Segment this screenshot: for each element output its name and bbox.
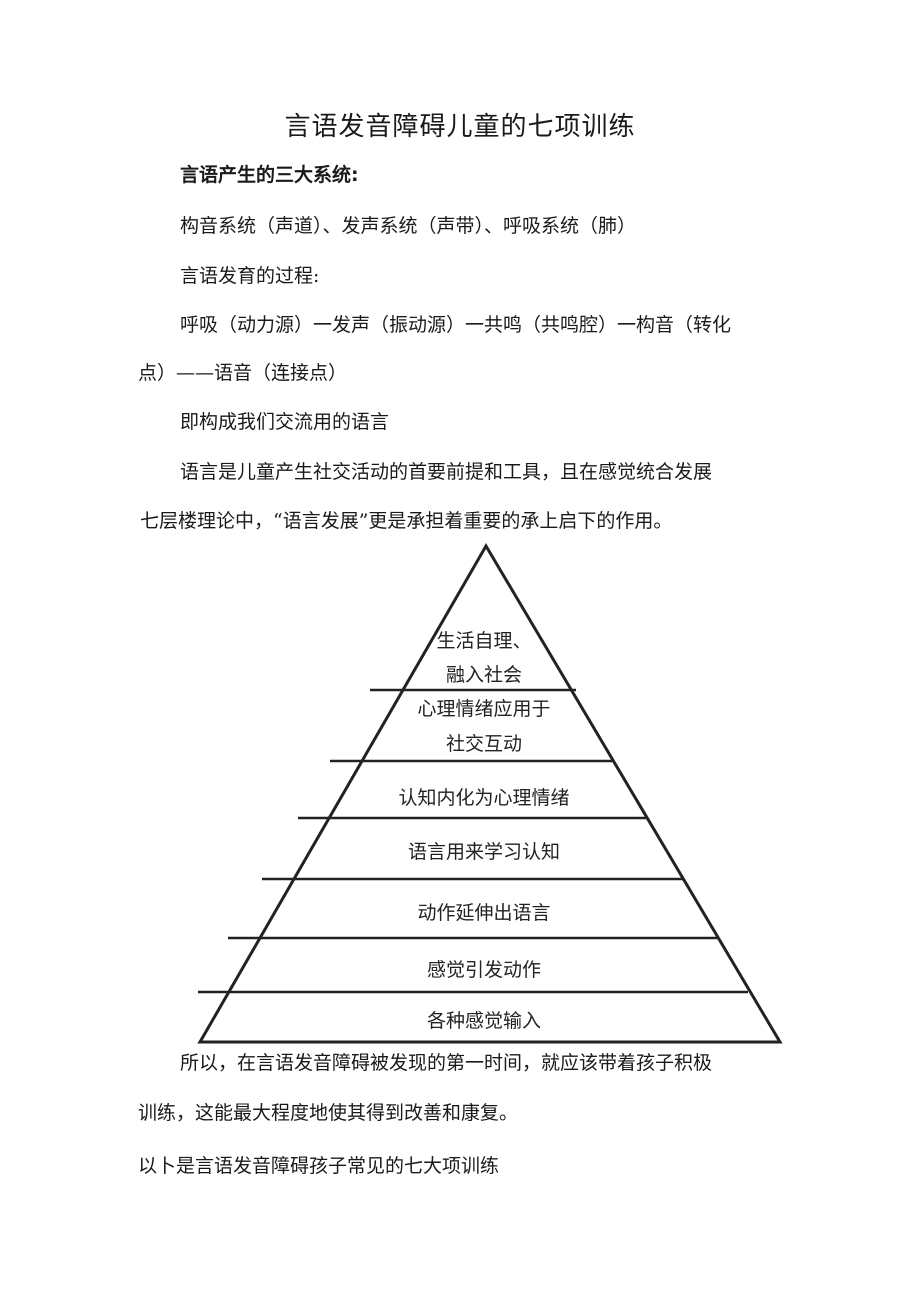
systems-heading: 言语产生的三大系统: <box>180 164 359 186</box>
after-line-3: 以卜是言语发音障碍孩子常见的七大项训练 <box>138 1155 500 1177</box>
process-line-2: 点）——语音（连接点） <box>138 362 348 384</box>
process-conclusion: 即构成我们交流用的语言 <box>180 411 390 433</box>
pyramid-level-6-line-2: 社交互动 <box>446 733 522 755</box>
sensory-integration-pyramid: 生活自理、 融入社会 心理情绪应用于 社交互动 认知内化为心理情绪 语言用来学习… <box>180 542 784 1048</box>
after-line-1: 所以，在言语发音障碍被发现的第一时间，就应该带着孩子积极 <box>180 1052 713 1074</box>
pyramid-level-7-line-2: 融入社会 <box>446 664 522 686</box>
intro-line-1: 语言是儿童产生社交活动的首要前提和工具，且在感觉统合发展 <box>180 461 713 483</box>
pyramid-outline <box>197 543 783 1044</box>
pyramid-level-3: 动作延伸出语言 <box>417 902 550 924</box>
process-heading: 言语发育的过程: <box>180 265 320 287</box>
pyramid-level-6-line-1: 心理情绪应用于 <box>417 698 550 720</box>
pyramid-level-4: 语言用来学习认知 <box>408 841 560 863</box>
pyramid-level-2: 感觉引发动作 <box>427 959 541 981</box>
pyramid-level-7-line-1: 生活自理、 <box>436 630 531 652</box>
process-line-1: 呼吸（动力源）一发声（振动源）一共鸣（共鸣腔）一构音（转化 <box>180 314 732 336</box>
systems-list: 构音系统（声道）、发声系统（声带）、呼吸系统（肺） <box>180 215 637 237</box>
document-title: 言语发音障碍儿童的七项训练 <box>284 112 636 142</box>
pyramid-level-5: 认知内化为心理情绪 <box>398 787 569 809</box>
pyramid-level-1: 各种感觉输入 <box>427 1010 541 1032</box>
intro-line-2: 七层楼理论中，“语言发展”更是承担着重要的承上启下的作用。 <box>140 510 673 532</box>
after-line-2: 训练，这能最大程度地使其得到改善和康复。 <box>138 1102 519 1124</box>
